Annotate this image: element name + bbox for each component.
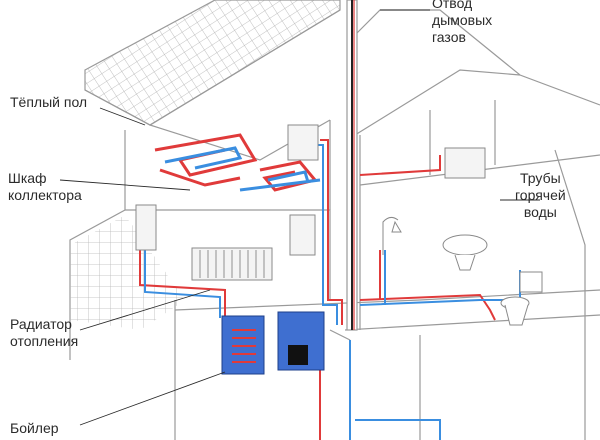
washbasin — [442, 234, 488, 271]
label-hot-water-pipes: Трубы горячей воды — [515, 170, 566, 220]
label-manifold: Шкаф коллектора — [8, 170, 82, 203]
radiator-heating — [191, 247, 273, 281]
gas-boiler — [277, 311, 325, 371]
leader-lines — [59, 9, 540, 426]
boiler-tank — [221, 315, 265, 375]
hot-water-pipes — [139, 139, 521, 440]
label-flue: Отвод дымовых газов — [432, 0, 493, 45]
shower — [382, 216, 402, 255]
radiator-upper — [135, 124, 486, 256]
house-outline — [69, 0, 600, 440]
label-boiler: Бойлер — [10, 420, 59, 436]
label-radiator: Радиатор отопления — [10, 316, 79, 349]
label-floor-heating: Тёплый пол — [10, 94, 88, 110]
toilet — [500, 271, 543, 326]
underfloor-heating-loops — [154, 133, 321, 192]
roof — [84, 0, 341, 126]
